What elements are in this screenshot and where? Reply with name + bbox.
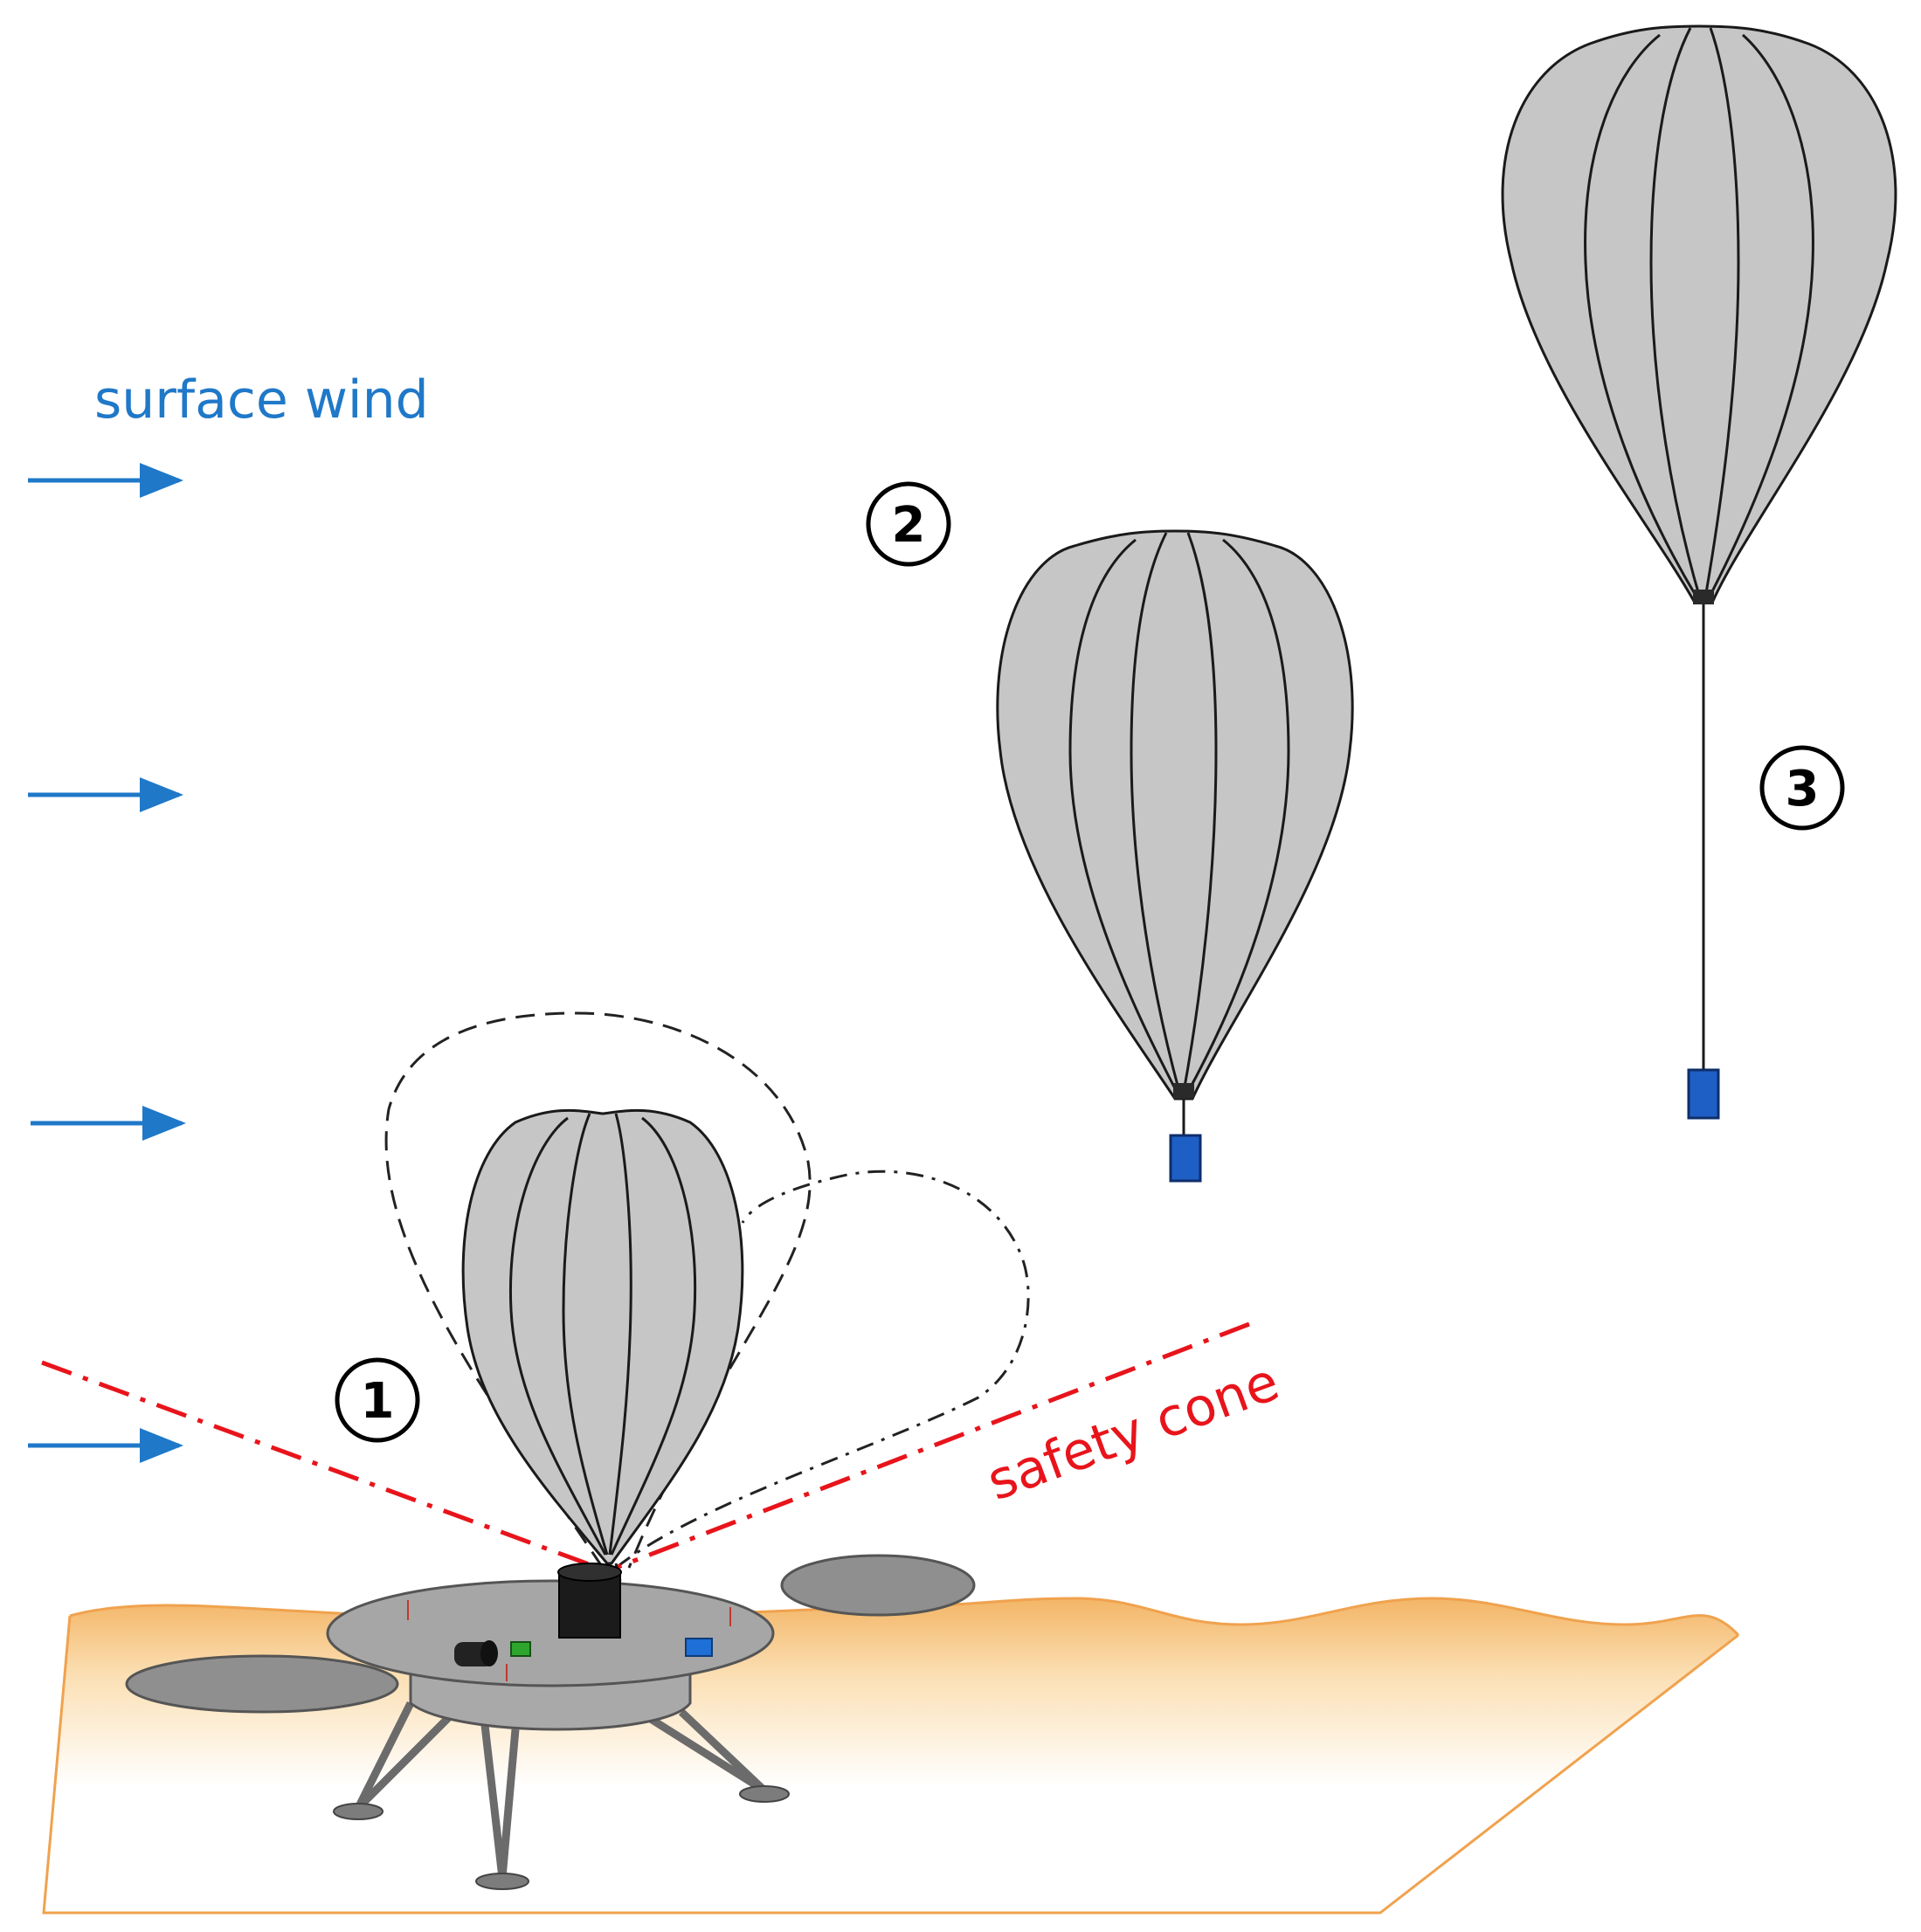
solar-panel-right xyxy=(780,1554,976,1617)
payload-stage-2 xyxy=(1169,1134,1202,1183)
surface-wind-arrows xyxy=(28,463,186,1463)
balloon-stage-3 xyxy=(1501,24,1897,1120)
lander-deck xyxy=(326,1579,775,1687)
lander-instrument-green xyxy=(510,1641,531,1657)
safety-cone xyxy=(41,1321,1250,1570)
balloon-swing-outline-dashdot xyxy=(615,1170,1030,1570)
balloon-stage-2 xyxy=(996,529,1354,1183)
safety-cone-label: safety cone xyxy=(979,1351,1287,1513)
ground-surface xyxy=(42,1597,1740,1915)
svg-text:2: 2 xyxy=(892,497,926,554)
surface-wind-label: surface wind xyxy=(94,369,429,431)
stage-marker-1: 1 xyxy=(335,1357,420,1443)
payload-stage-3 xyxy=(1687,1068,1720,1120)
lander-instrument-blue xyxy=(685,1638,713,1657)
lander-instrument-camera xyxy=(454,1640,498,1666)
svg-text:1: 1 xyxy=(361,1373,395,1430)
stage-marker-3: 3 xyxy=(1759,745,1845,831)
balloon-swing-outline-dashed xyxy=(384,1011,812,1569)
launch-canister xyxy=(558,1571,621,1639)
solar-panel-left xyxy=(125,1654,399,1714)
stage-marker-2: 2 xyxy=(866,481,951,567)
balloon-stage-1 xyxy=(461,1108,744,1582)
lander xyxy=(125,1554,976,1890)
lander-legs xyxy=(354,1701,768,1879)
svg-text:3: 3 xyxy=(1786,761,1820,818)
